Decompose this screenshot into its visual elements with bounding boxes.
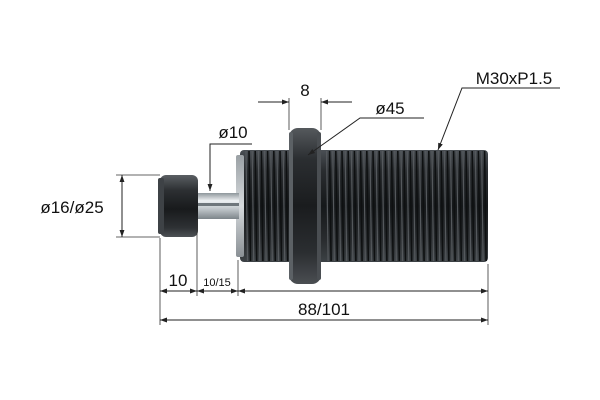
lock-nut-edge-right <box>317 132 321 280</box>
thread-ridge <box>326 150 329 262</box>
thread-groove <box>266 150 270 262</box>
thread-groove <box>285 150 289 262</box>
thread-groove <box>260 150 264 262</box>
nut-width-label: 8 <box>300 81 309 100</box>
thread-label: M30xP1.5 <box>476 69 553 88</box>
thread-groove <box>359 150 363 262</box>
thread-groove <box>428 150 432 262</box>
thread-groove <box>477 150 481 262</box>
thread-ridge <box>425 150 428 262</box>
thread-groove <box>347 150 351 262</box>
thread-ridge <box>456 150 459 262</box>
thread-ridge <box>282 150 286 262</box>
thread-ridge <box>450 150 453 262</box>
cap-diameter-label: ø16/ø25 <box>40 198 103 217</box>
thread-groove <box>459 150 463 262</box>
cap-length-label: 10 <box>169 271 188 290</box>
thread-groove <box>434 150 438 262</box>
end-cap-rim <box>158 178 164 234</box>
thread-groove <box>403 150 407 262</box>
thread-groove <box>279 150 283 262</box>
thread-ridge <box>264 150 267 262</box>
thread-ridge <box>381 150 385 262</box>
thread-groove <box>384 150 388 262</box>
thread-ridge <box>400 150 404 262</box>
thread-ridge <box>344 150 348 262</box>
thread-ridge <box>350 150 354 262</box>
thread-ridge <box>468 150 472 262</box>
thread-ridge <box>257 150 261 262</box>
thread-ridge <box>332 150 335 262</box>
thread-groove <box>415 150 419 262</box>
thread-ridge <box>474 150 478 262</box>
rod-diameter-label: ø10 <box>218 123 247 142</box>
thread-groove <box>465 150 469 262</box>
thread-ridge <box>375 150 379 262</box>
stroke-label: 10/15 <box>203 277 231 289</box>
end-cap <box>160 175 198 237</box>
shock-absorber-part <box>158 128 488 284</box>
thread-groove <box>372 150 376 262</box>
thread-ridge <box>251 150 255 262</box>
thread-ridge <box>412 150 416 262</box>
thread-ridge <box>388 150 391 262</box>
thread-ridge <box>245 150 249 262</box>
thread-groove <box>273 150 277 262</box>
lock-nut-edge-left <box>289 132 293 280</box>
thread-groove <box>440 150 444 262</box>
thread-ridge <box>357 150 360 262</box>
body-length-label: 88/101 <box>298 300 350 319</box>
thread-groove <box>254 150 258 262</box>
nut-diameter-label: ø45 <box>375 99 404 118</box>
thread-groove <box>471 150 475 262</box>
thread-groove <box>397 150 401 262</box>
thread-groove <box>366 150 370 262</box>
rod-groove <box>197 203 239 206</box>
thread-ridge <box>338 150 342 262</box>
thread-ridge <box>270 150 273 262</box>
thread-ridge <box>437 150 441 262</box>
thread-groove <box>452 150 456 262</box>
thread-ridge <box>419 150 422 262</box>
thread-groove <box>341 150 345 262</box>
thread-ridge <box>481 150 484 262</box>
dimension-lines: 8 ø45 M30xP1.5 ø10 ø16/ø25 10 10/15 <box>40 69 560 325</box>
thread-groove <box>378 150 382 262</box>
thread-groove <box>483 150 487 262</box>
thread-groove <box>446 150 450 262</box>
thread-ridge <box>431 150 435 262</box>
thread-groove <box>248 150 252 262</box>
thread-groove <box>328 150 332 262</box>
thread-ridge <box>276 150 280 262</box>
thread-groove <box>390 150 394 262</box>
thread-ridge <box>394 150 397 262</box>
thread-ridge <box>369 150 373 262</box>
thread-groove <box>335 150 339 262</box>
thread-groove <box>409 150 413 262</box>
thread-ridge <box>363 150 366 262</box>
thread-ridge <box>406 150 410 262</box>
lock-nut <box>289 128 321 284</box>
thread-pattern <box>245 150 487 262</box>
thread-groove <box>421 150 425 262</box>
body-front-face <box>236 155 244 257</box>
thread-groove <box>353 150 357 262</box>
thread-ridge <box>443 150 447 262</box>
thread-ridge <box>462 150 466 262</box>
